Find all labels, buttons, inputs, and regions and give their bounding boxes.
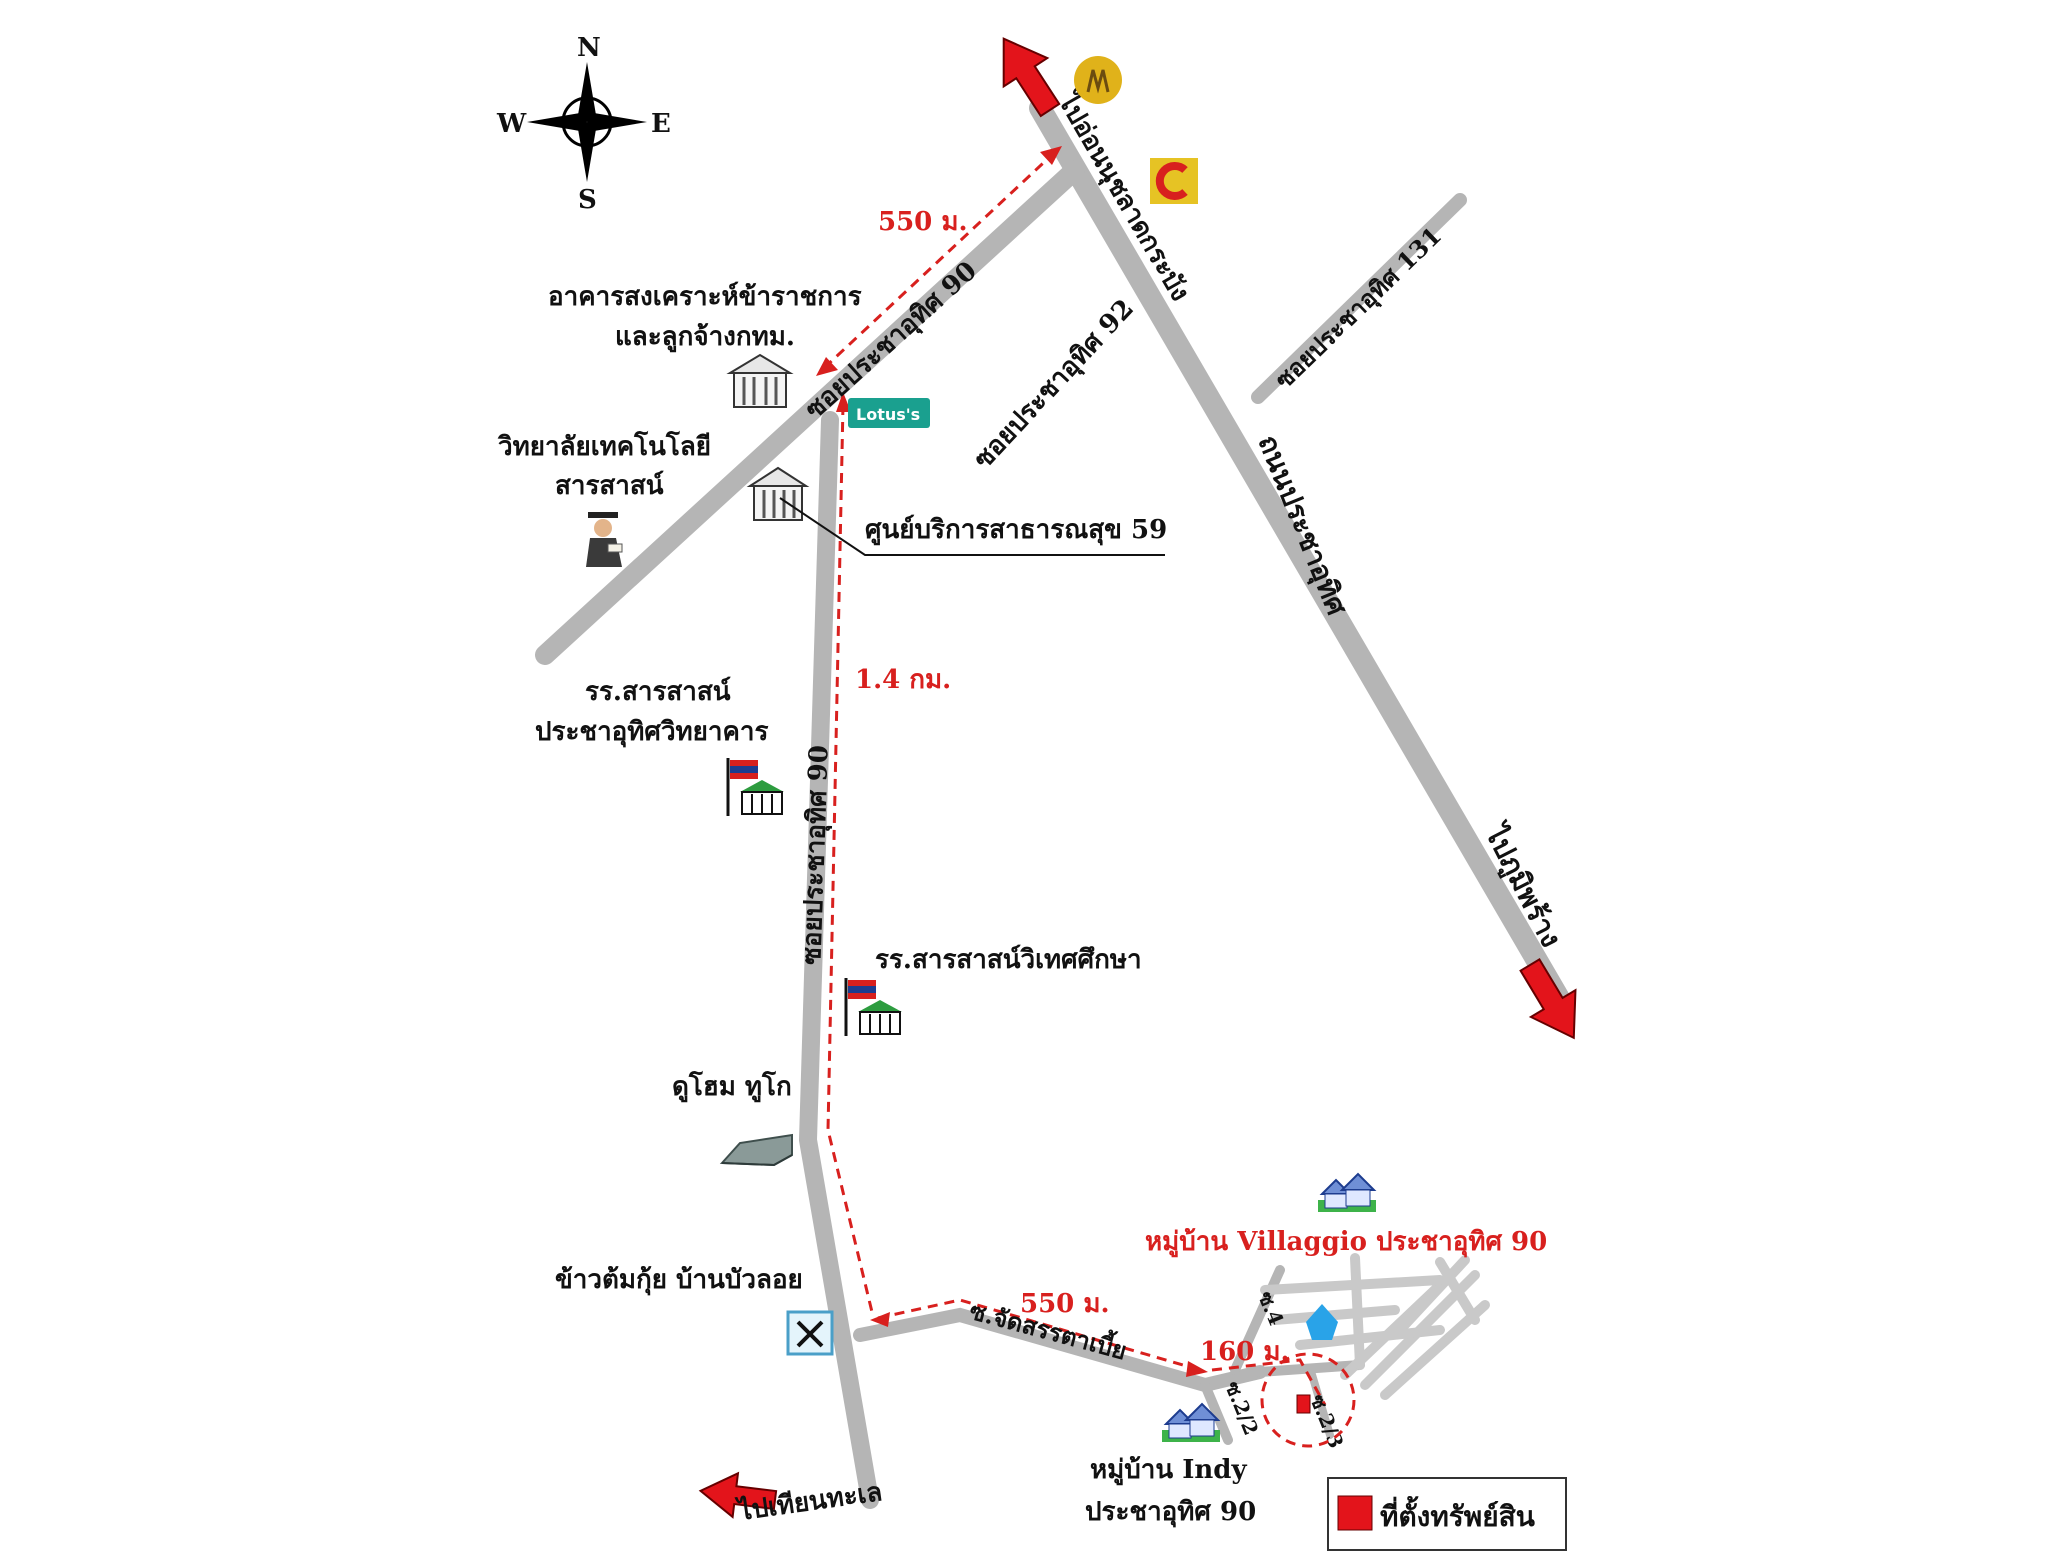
central-store-icon xyxy=(1150,158,1198,204)
compass-n: N xyxy=(577,33,601,63)
distance-3: 550 ม. xyxy=(1020,1289,1110,1319)
villaggio-entrance-icon xyxy=(1306,1304,1338,1340)
school-2-label: รร.สารสาสน์วิเทศศึกษา xyxy=(875,944,1142,975)
college-label-1: วิทยาลัยเทคโนโลยี xyxy=(498,430,711,462)
civil-servant-label-2: และลูกจ้างกทม. xyxy=(615,322,795,353)
indy-label-2: ประชาอุทิศ 90 xyxy=(1085,1497,1256,1528)
school-flag-icon xyxy=(726,758,784,816)
compass-e: E xyxy=(651,109,671,139)
indy-house-icon xyxy=(1162,1402,1221,1442)
label-soi-92: ซอยประชาอุทิศ 92 xyxy=(968,294,1140,476)
health-center-icon xyxy=(746,466,810,521)
health-center-leader xyxy=(779,497,1165,556)
arrow-to-thianthale xyxy=(698,1471,778,1519)
landmark-labels: อาคารสงเคราะห์ข้าราชการ และลูกจ้างกทม. ว… xyxy=(498,281,1548,1528)
soi-90-vertical xyxy=(798,411,879,1509)
compass-rose: N S E W xyxy=(496,33,671,215)
krungsri-bank-icon xyxy=(1074,56,1122,104)
arrow-to-phutthabucha xyxy=(1519,957,1577,1040)
property-location-marker xyxy=(1260,1352,1356,1448)
college-label-2: สารสาสน์ xyxy=(555,470,664,501)
compass-s: S xyxy=(578,185,597,215)
lotus-label: Lotus's xyxy=(856,405,920,424)
distance-2: 1.4 กม. xyxy=(855,665,951,695)
school-flag-icon-2 xyxy=(844,978,902,1036)
label-to-thianthale: ไปเทียนทะเล xyxy=(734,1475,885,1527)
arrow-to-onnut xyxy=(1002,37,1061,118)
school-1-label-1: รร.สารสาสน์ xyxy=(585,676,731,707)
compass-w: W xyxy=(496,109,527,139)
indy-label-1: หมู่บ้าน Indy xyxy=(1090,1455,1247,1486)
dome-label: ดูโฮม ทูโก xyxy=(672,1070,792,1103)
soi-131-road xyxy=(1251,193,1467,404)
label-soi-131: ซอยประชาอุทิศ 131 xyxy=(1269,221,1448,396)
health-center-label: ศูนย์บริการสาธารณสุข 59 xyxy=(865,514,1167,546)
restaurant-label: ข้าวต้มกุ้ย บ้านบัวลอย xyxy=(555,1265,803,1296)
route-line xyxy=(816,146,1327,1406)
landmark-icons: Lotus's xyxy=(586,56,1377,1448)
direction-arrows xyxy=(698,37,1577,1519)
distance-1: 550 ม. xyxy=(878,207,968,237)
soi-90-diagonal xyxy=(535,160,1085,665)
legend-label: ที่ตั้งทรัพย์สิน xyxy=(1380,1495,1535,1533)
school-1-label-2: ประชาอุทิศวิทยาคาร xyxy=(535,717,769,748)
villaggio-house-icon xyxy=(1318,1172,1377,1212)
restaurant-icon xyxy=(786,1310,834,1356)
soi-chadsan-road xyxy=(853,1307,1267,1393)
soi-2-2-road xyxy=(1200,1380,1233,1445)
soi-2-3-road xyxy=(1306,1364,1334,1439)
lotus-store-icon: Lotus's xyxy=(848,398,930,428)
label-main-road: ถนนประชาอุทิศ xyxy=(1251,430,1354,621)
distance-labels: 550 ม. 1.4 กม. 550 ม. 160 ม. xyxy=(855,207,1290,1367)
villaggio-label: หมู่บ้าน Villaggio ประชาอุทิศ 90 xyxy=(1145,1227,1547,1258)
distance-4: 160 ม. xyxy=(1200,1337,1290,1367)
villaggio-streets xyxy=(1260,1253,1490,1400)
label-soi-90-vertical: ซอยประชาอุทิศ 90 xyxy=(797,745,836,966)
graduate-icon xyxy=(586,512,623,567)
main-road xyxy=(1029,97,1571,1011)
dome-building-icon xyxy=(719,1133,793,1167)
legend-box: ที่ตั้งทรัพย์สิน xyxy=(1327,1477,1567,1551)
roads xyxy=(535,97,1571,1509)
legend-swatch xyxy=(1337,1495,1373,1531)
civil-servant-label-1: อาคารสงเคราะห์ข้าราชการ xyxy=(548,281,862,312)
government-building-icon xyxy=(726,353,794,408)
